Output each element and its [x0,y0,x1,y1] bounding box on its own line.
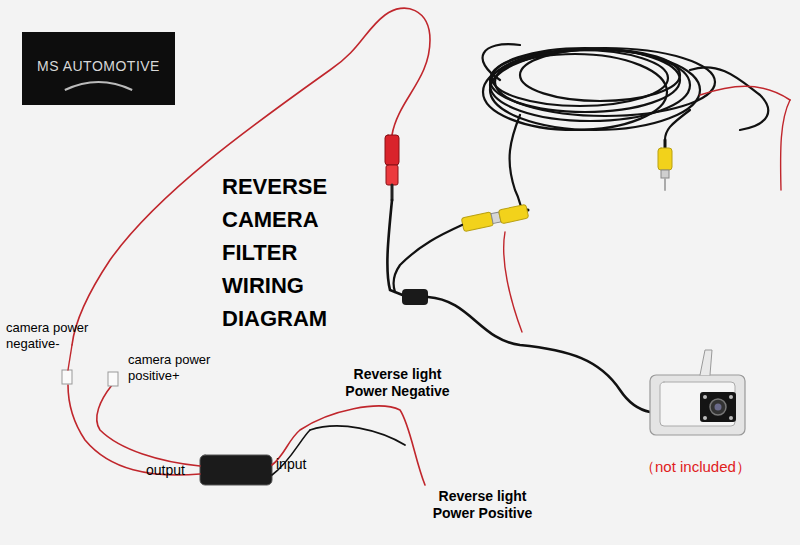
logo-text: MS AUTOMOTIVE [22,58,175,74]
wire-label: camera power negative- [6,320,106,352]
port-label: output [146,462,206,479]
port-label: input [276,456,336,473]
camera-illustration [650,350,745,435]
logo-box: MS AUTOMOTIVE [22,32,175,105]
diagram-title: REVERSE CAMERA FILTER WIRING DIAGRAM [222,170,352,335]
wire-label: Reverse light Power Positive [420,488,545,522]
wire-label: Reverse light Power Negative [335,366,460,400]
note-label: （not included） [640,458,790,476]
filter-box [200,455,272,485]
wire-label: camera power positive+ [128,352,233,384]
coiled-cable [483,44,769,210]
